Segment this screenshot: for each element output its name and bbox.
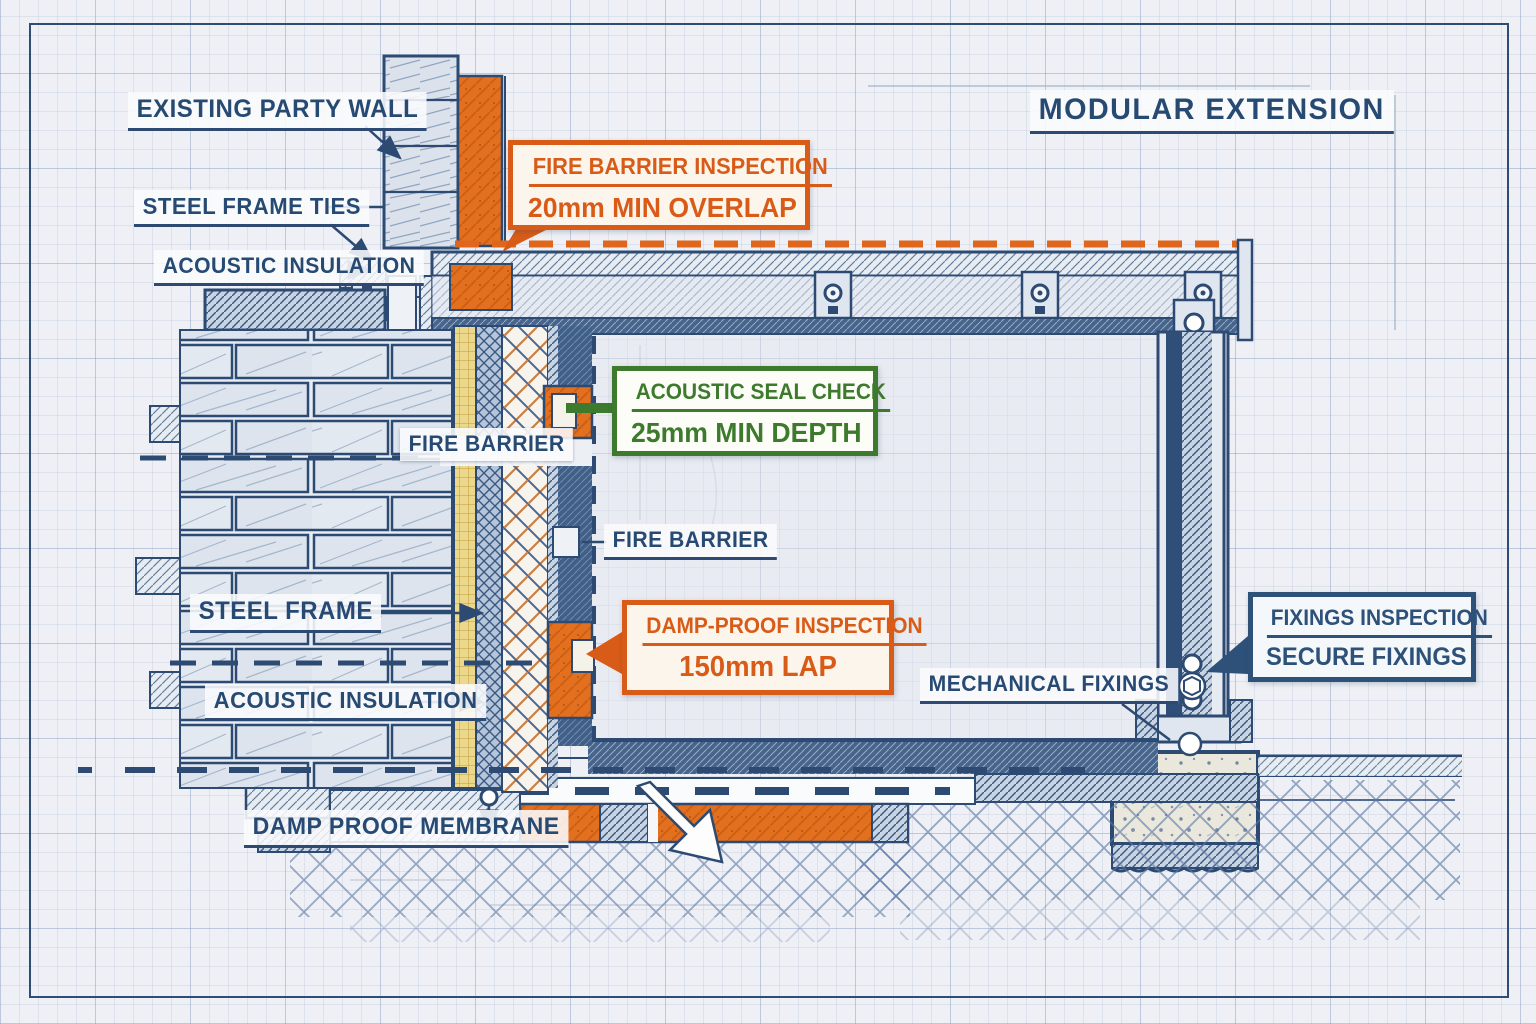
fixings-callout-pointer	[1206, 636, 1248, 674]
blueprint-frame	[29, 23, 1509, 998]
label-damp-proof-membrane: DAMP PROOF MEMBRANE	[244, 810, 569, 848]
label-fire-barrier-mid: FIRE BARRIER	[604, 524, 778, 560]
dpm-leader-start-circle	[479, 787, 499, 807]
damp-proof-callout-pointer	[586, 632, 622, 674]
callout-fire-barrier-value: 20mm MIN OVERLAP	[527, 192, 797, 223]
callout-damp-proof-inspection: DAMP-PROOF INSPECTION 150mm LAP	[622, 600, 927, 695]
dpc-lap-arrow	[635, 780, 724, 864]
diagram-title: MODULAR EXTENSION	[1030, 90, 1394, 134]
callout-fire-barrier-inspection: FIRE BARRIER INSPECTION 20mm MIN OVERLAP	[508, 140, 832, 230]
fixings-target-nut	[1183, 675, 1201, 697]
mechanical-fixings-target-circle	[1177, 731, 1203, 757]
callout-fixings-title: FIXINGS INSPECTION	[1266, 605, 1492, 638]
label-acoustic-insulation-upper: ACOUSTIC INSULATION	[154, 250, 425, 286]
leader-line-mechanical-fixings	[1121, 703, 1171, 741]
label-steel-frame-ties: STEEL FRAME TIES	[134, 190, 370, 227]
callout-fixings-inspection: FIXINGS INSPECTION SECURE FIXINGS	[1248, 592, 1492, 682]
dashed-reference-lines	[78, 455, 1085, 773]
callout-acoustic-seal-title: ACOUSTIC SEAL CHECK	[631, 379, 890, 412]
callout-pointers	[502, 226, 1248, 701]
leader-arrow-existing-party-wall	[364, 125, 402, 160]
label-fire-barrier-tag: FIRE BARRIER	[400, 428, 574, 461]
callout-damp-proof-value: 150mm LAP	[679, 651, 837, 683]
ground-hatch	[290, 780, 1460, 942]
fire-barrier-callout-pointer	[502, 226, 554, 252]
label-acoustic-insulation-lower: ACOUSTIC INSULATION	[205, 684, 487, 721]
callout-fire-barrier-title: FIRE BARRIER INSPECTION	[528, 153, 832, 187]
callout-acoustic-seal-value: 25mm MIN DEPTH	[631, 417, 862, 448]
floor-structure-drawing	[430, 238, 1254, 348]
label-existing-party-wall: EXISTING PARTY WALL	[128, 92, 427, 131]
label-mechanical-fixings: MECHANICAL FIXINGS	[920, 668, 1178, 704]
label-steel-frame: STEEL FRAME	[190, 594, 382, 633]
callout-fixings-value: SECURE FIXINGS	[1266, 643, 1467, 671]
callout-acoustic-seal-check: ACOUSTIC SEAL CHECK 25mm MIN DEPTH	[612, 366, 890, 456]
callout-damp-proof-title: DAMP-PROOF INSPECTION	[642, 613, 927, 646]
wall-assembly-drawing	[135, 325, 596, 793]
